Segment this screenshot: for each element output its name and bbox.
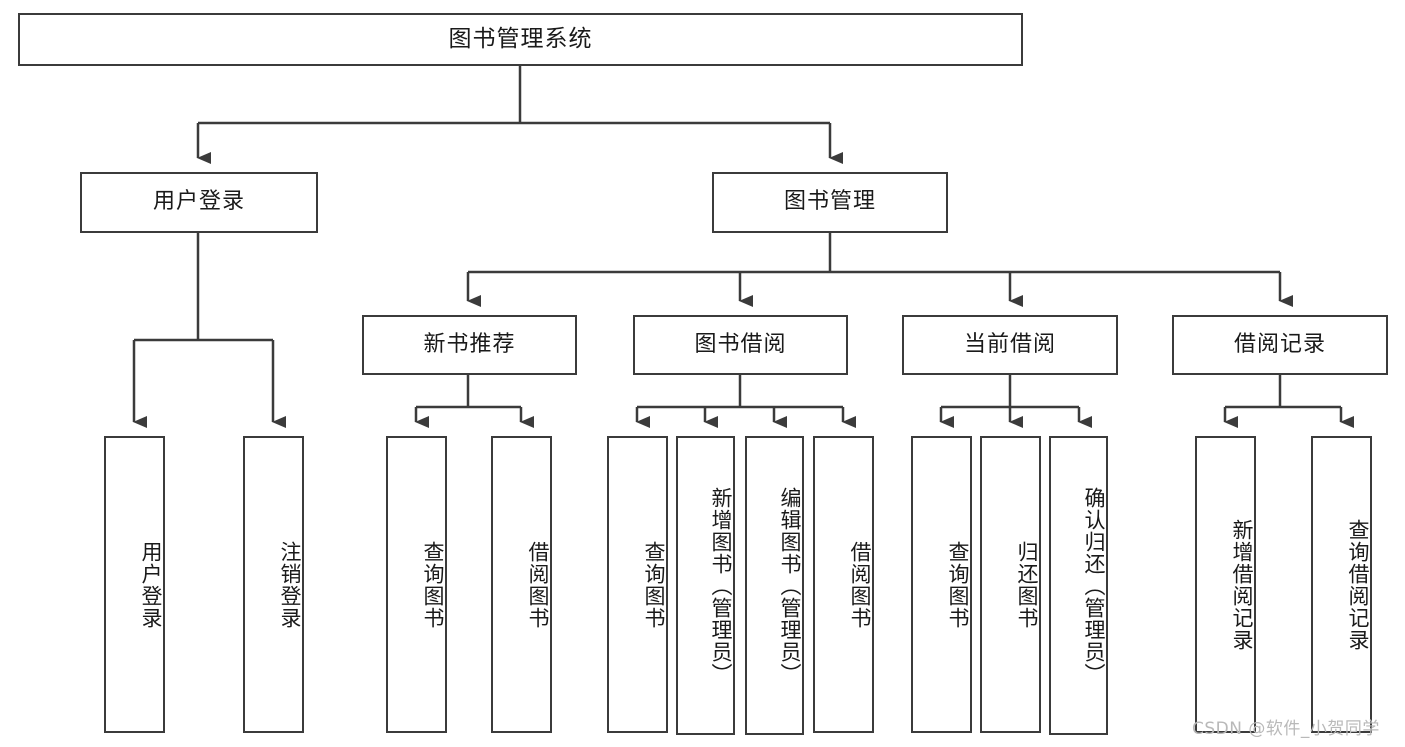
node-borrow-record[interactable]: 借阅记录 — [1172, 315, 1388, 375]
node-leaf-borrow-book-2[interactable]: 借阅图书 — [813, 436, 874, 733]
node-leaf-user-login[interactable]: 用户登录 — [104, 436, 165, 733]
node-label: 新增借阅记录 — [1230, 518, 1254, 651]
node-book-borrow[interactable]: 图书借阅 — [633, 315, 848, 375]
node-label: 图书管理系统 — [448, 25, 593, 52]
node-label: 当前借阅 — [963, 331, 1056, 357]
node-new-book-recommend[interactable]: 新书推荐 — [362, 315, 577, 375]
node-label: 新增图书（管理员） — [709, 486, 733, 685]
node-leaf-return-book[interactable]: 归还图书 — [980, 436, 1041, 733]
node-label: 确认归还（管理员） — [1082, 486, 1106, 685]
node-label: 图书借阅 — [694, 331, 787, 357]
node-leaf-query-book-1[interactable]: 查询图书 — [386, 436, 447, 733]
node-root-system[interactable]: 图书管理系统 — [18, 13, 1023, 66]
node-label: 借阅记录 — [1233, 331, 1326, 357]
node-label: 查询图书 — [421, 540, 445, 629]
node-label: 查询图书 — [946, 540, 970, 629]
node-label: 注销登录 — [278, 540, 302, 629]
node-label: 借阅图书 — [848, 540, 872, 629]
node-label: 编辑图书（管理员） — [778, 486, 802, 685]
node-leaf-add-book[interactable]: 新增图书（管理员） — [676, 436, 735, 735]
node-label: 借阅图书 — [526, 540, 550, 629]
node-leaf-add-record[interactable]: 新增借阅记录 — [1195, 436, 1256, 733]
node-label: 用户登录 — [152, 189, 245, 215]
node-label: 查询借阅记录 — [1346, 518, 1370, 651]
node-label: 查询图书 — [642, 540, 666, 629]
node-leaf-borrow-book-1[interactable]: 借阅图书 — [491, 436, 552, 733]
node-label: 新书推荐 — [423, 331, 516, 357]
node-leaf-query-book-2[interactable]: 查询图书 — [607, 436, 668, 733]
csdn-watermark: CSDN @软件_小贺同学 — [1192, 719, 1380, 739]
node-book-manage[interactable]: 图书管理 — [712, 172, 948, 233]
node-leaf-confirm-return[interactable]: 确认归还（管理员） — [1049, 436, 1108, 735]
node-leaf-logout-login[interactable]: 注销登录 — [243, 436, 304, 733]
node-leaf-edit-book[interactable]: 编辑图书（管理员） — [745, 436, 804, 735]
node-user-login[interactable]: 用户登录 — [80, 172, 318, 233]
node-label: 图书管理 — [783, 189, 876, 215]
node-label: 归还图书 — [1015, 540, 1039, 629]
node-label: 用户登录 — [139, 540, 163, 629]
node-leaf-query-book-3[interactable]: 查询图书 — [911, 436, 972, 733]
node-current-borrow[interactable]: 当前借阅 — [902, 315, 1118, 375]
node-leaf-query-record[interactable]: 查询借阅记录 — [1311, 436, 1372, 733]
